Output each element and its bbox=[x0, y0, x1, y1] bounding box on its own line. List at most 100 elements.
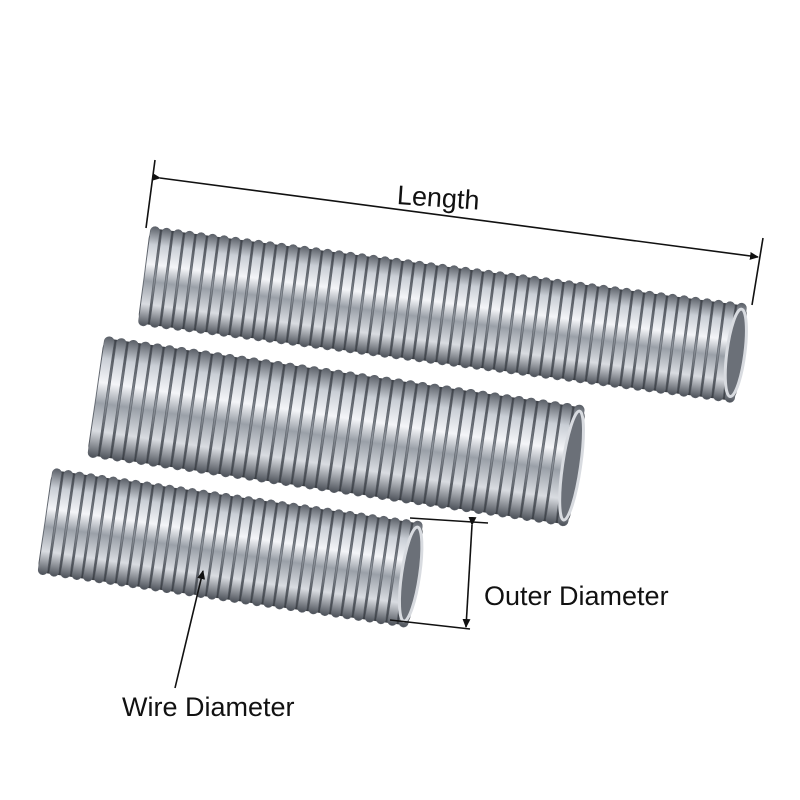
spring-coil bbox=[448, 266, 471, 367]
spring-coil bbox=[563, 281, 586, 382]
spring-coil bbox=[71, 473, 96, 580]
spring-coil bbox=[460, 268, 483, 369]
spring-coil bbox=[377, 378, 404, 500]
spring-coil bbox=[128, 481, 153, 589]
spring-coil bbox=[552, 280, 575, 381]
spring-open-end bbox=[723, 307, 748, 398]
outer-diameter-label: Outer Diameter bbox=[484, 581, 669, 611]
spring-coil bbox=[160, 346, 187, 469]
spring-coil bbox=[425, 263, 448, 364]
spring-coil bbox=[632, 290, 655, 391]
spring-coil bbox=[517, 275, 540, 376]
length-extension-left bbox=[145, 159, 156, 229]
spring-coil bbox=[240, 497, 265, 605]
length-arrow bbox=[151, 172, 759, 260]
short-spring bbox=[37, 468, 424, 628]
spring-coil bbox=[184, 350, 211, 472]
od-arrow bbox=[462, 516, 477, 628]
spring-coil bbox=[292, 366, 320, 488]
spring-coil bbox=[196, 352, 223, 474]
spring-coil bbox=[533, 401, 561, 523]
outer-diameter-dimension bbox=[389, 516, 489, 630]
spring-coil bbox=[437, 387, 464, 509]
spring-open-end bbox=[558, 409, 585, 522]
length-extension-right bbox=[751, 237, 764, 306]
spring-coil bbox=[308, 507, 333, 615]
spring-coil bbox=[220, 355, 248, 478]
spring-coil bbox=[268, 362, 296, 485]
spring-coil bbox=[316, 369, 344, 492]
medium-spring bbox=[87, 336, 585, 527]
spring-coil bbox=[82, 474, 107, 582]
spring-coil bbox=[37, 468, 62, 576]
wire-diameter-pointer bbox=[174, 570, 206, 689]
spring-coil bbox=[252, 499, 277, 607]
spring-coil bbox=[509, 397, 537, 520]
spring-coil bbox=[263, 501, 288, 608]
spring-coil bbox=[586, 284, 609, 385]
spring-coil bbox=[473, 392, 501, 514]
spring-coil bbox=[352, 374, 380, 497]
spring-coil bbox=[274, 502, 299, 610]
spring-coil bbox=[148, 345, 175, 467]
spring-coil bbox=[139, 483, 164, 590]
spring-coil bbox=[690, 298, 713, 399]
spring-coil bbox=[218, 494, 243, 602]
spring-coil bbox=[297, 506, 322, 613]
spring-coil bbox=[483, 271, 506, 372]
spring-coil bbox=[328, 371, 356, 493]
spring-coil bbox=[208, 353, 236, 476]
spring-coil bbox=[389, 380, 416, 502]
spring-coil bbox=[598, 286, 621, 387]
spring-coil bbox=[497, 395, 525, 518]
spring-coil bbox=[340, 373, 368, 495]
spring-coil bbox=[494, 272, 517, 373]
spring-coil bbox=[506, 274, 529, 375]
spring-coil bbox=[521, 399, 549, 521]
spring-coil bbox=[244, 359, 272, 481]
spring-coil bbox=[94, 476, 119, 584]
spring-coil bbox=[172, 348, 199, 471]
spring-coil bbox=[621, 289, 644, 390]
spring-coil bbox=[136, 343, 163, 465]
spring-coil bbox=[701, 299, 724, 400]
spring-coil bbox=[540, 278, 563, 379]
spring-coil bbox=[471, 269, 494, 370]
spring-coil bbox=[402, 260, 425, 361]
spring-coil bbox=[330, 510, 355, 618]
spring-coil bbox=[678, 296, 701, 397]
spring-coil bbox=[655, 293, 678, 394]
length-dimension bbox=[145, 159, 764, 306]
spring-coil bbox=[414, 262, 437, 363]
od-extension-bottom bbox=[389, 619, 471, 630]
spring-coil bbox=[256, 360, 284, 483]
spring-coil bbox=[49, 470, 74, 577]
spring-coil bbox=[184, 489, 209, 597]
spring-coil bbox=[206, 492, 231, 600]
spring-coil bbox=[280, 364, 308, 486]
spring-coil bbox=[353, 514, 378, 621]
spring-coil bbox=[449, 388, 477, 511]
spring-coil bbox=[111, 339, 139, 462]
spring-coil bbox=[105, 478, 130, 585]
spring-coil bbox=[124, 341, 151, 464]
spring-coil bbox=[425, 385, 452, 507]
long-spring bbox=[138, 226, 748, 403]
spring-coil bbox=[87, 336, 115, 458]
spring-coil bbox=[173, 488, 198, 595]
spring-coil bbox=[413, 383, 440, 506]
spring-coil bbox=[667, 295, 690, 396]
spring-coil bbox=[364, 515, 389, 623]
spring-coil bbox=[161, 486, 186, 594]
spring-coil bbox=[99, 338, 127, 460]
spring-coil bbox=[609, 287, 632, 388]
spring-coil bbox=[575, 283, 598, 384]
spring-coil bbox=[342, 512, 367, 620]
spring-coil bbox=[376, 517, 401, 625]
spring-coil bbox=[60, 471, 85, 579]
spring-coil bbox=[437, 265, 460, 366]
spring-coil bbox=[644, 292, 667, 393]
spring-coil bbox=[232, 357, 260, 479]
